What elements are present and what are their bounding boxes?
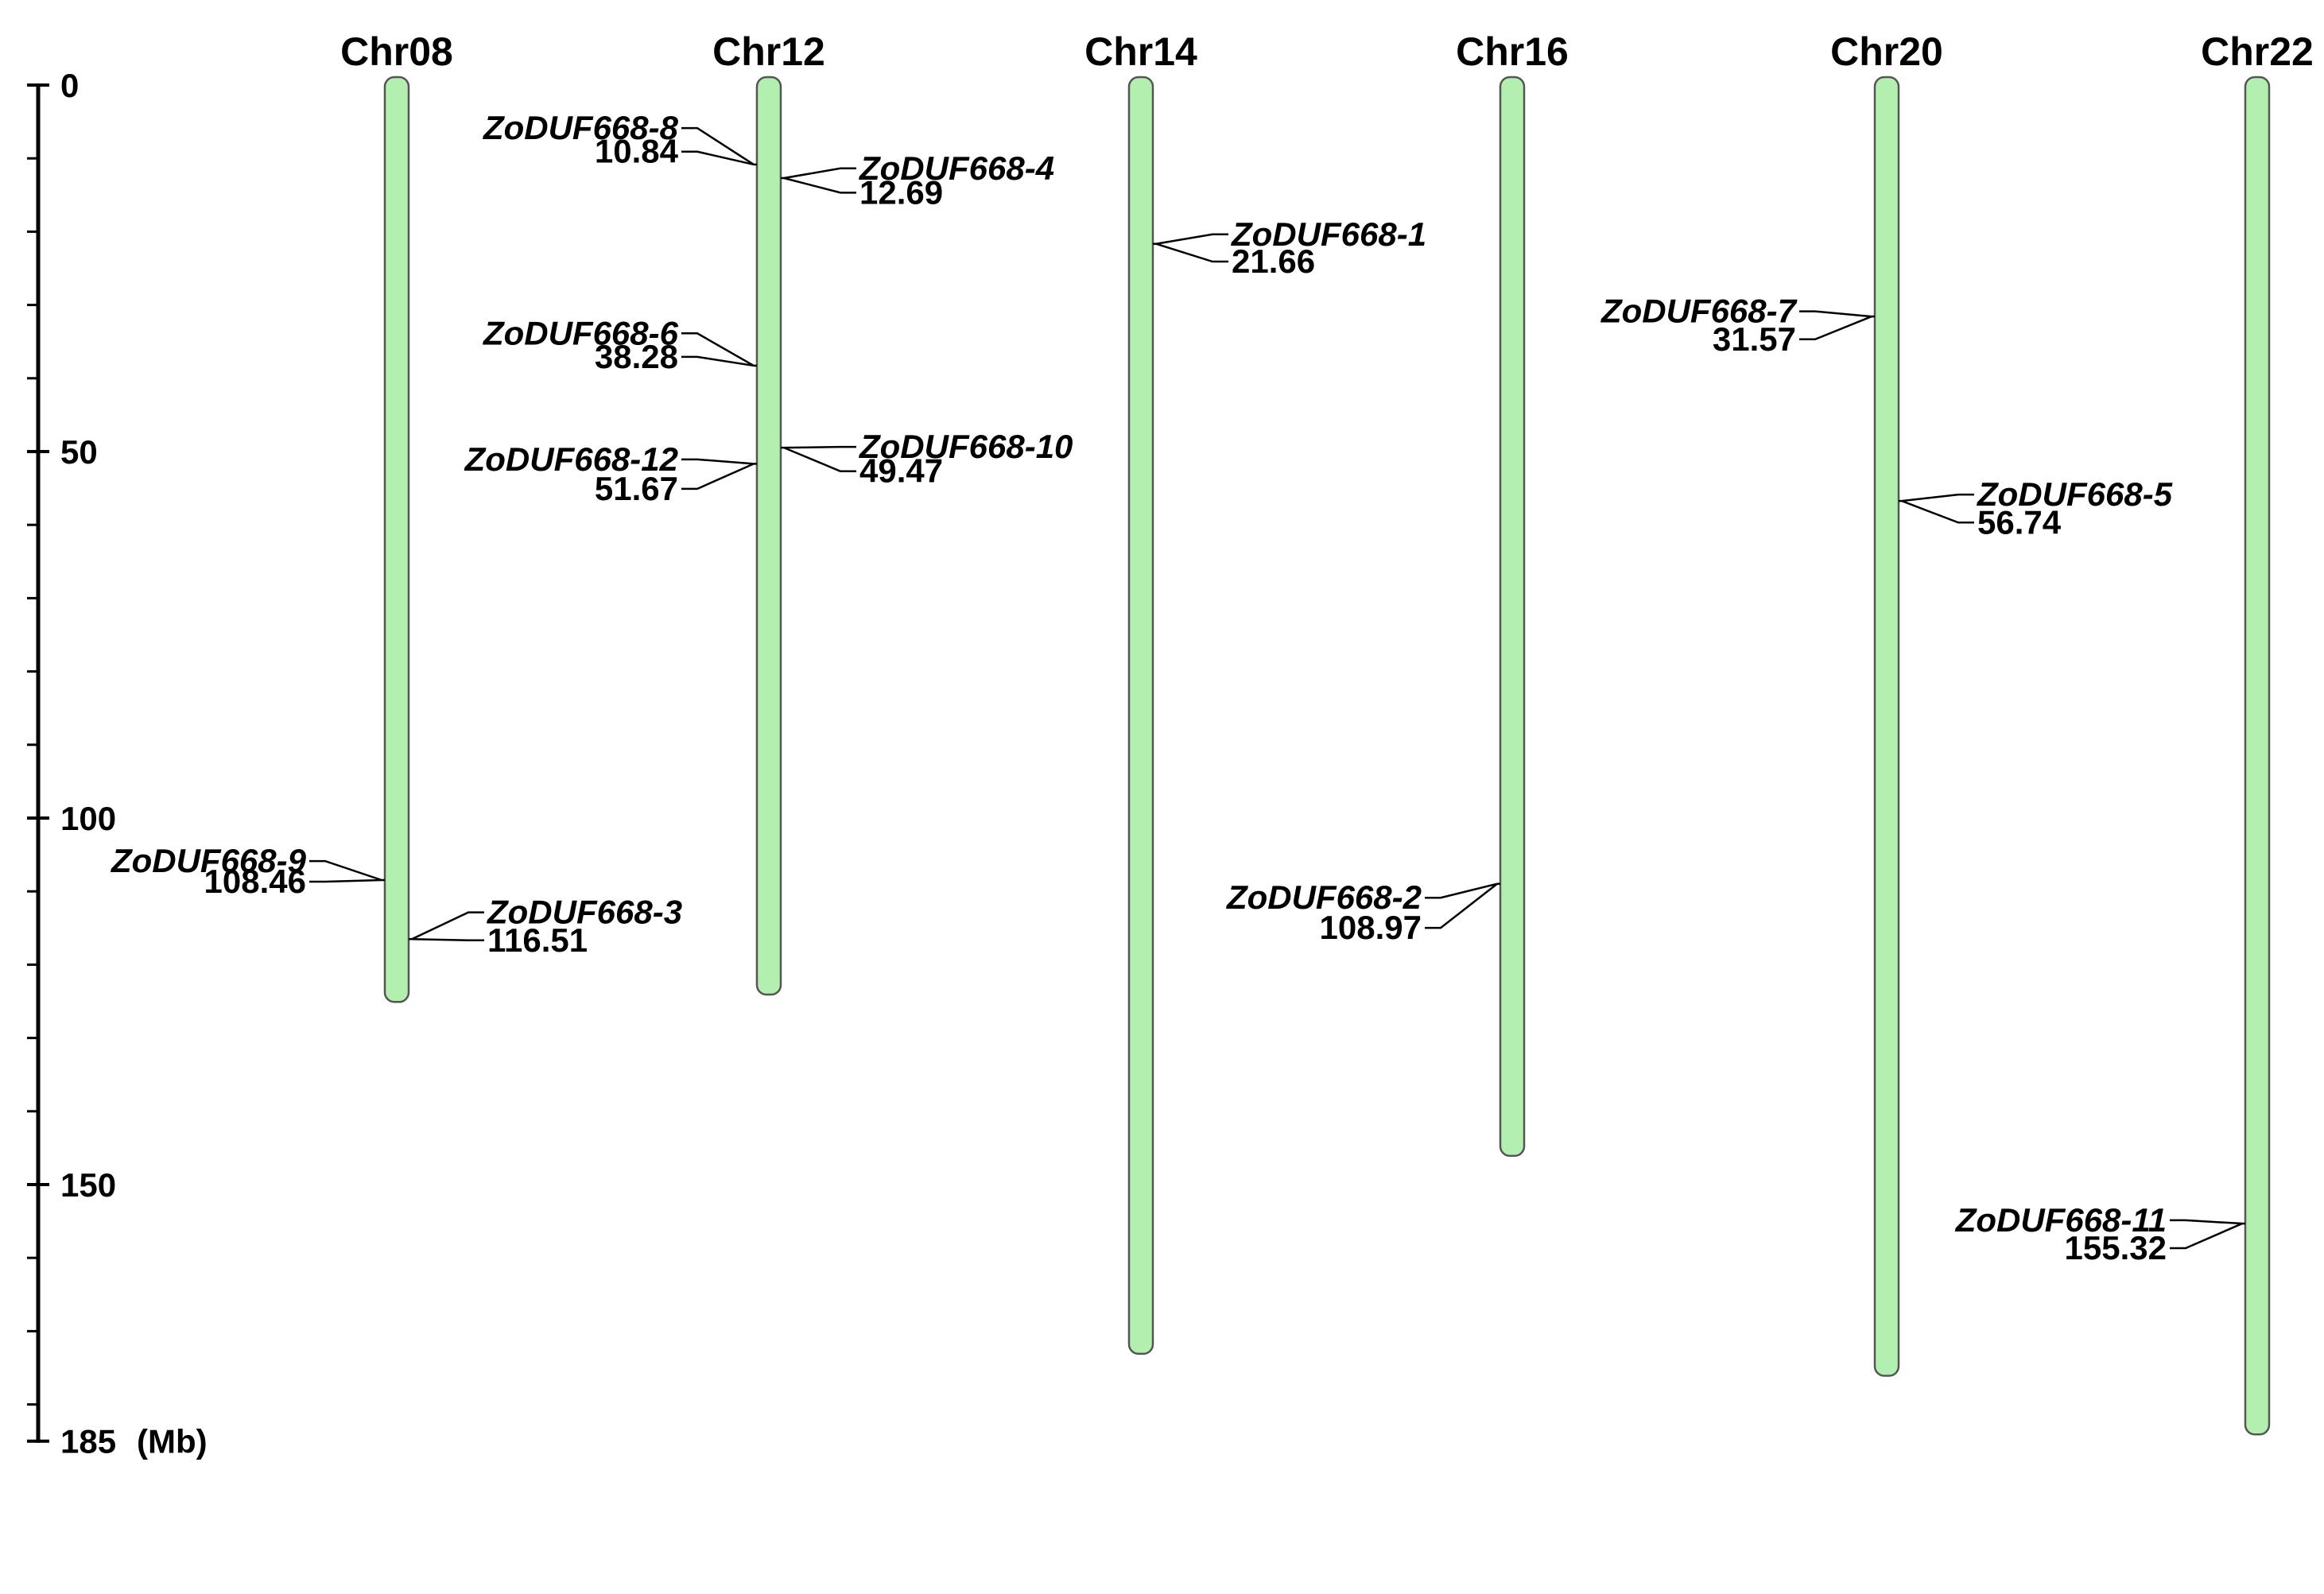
chromosome-title: Chr08 bbox=[340, 29, 453, 74]
gene-name-label: ZoDUF668-11 bbox=[1955, 1201, 2167, 1239]
gene-position-label: 21.66 bbox=[1232, 242, 1315, 280]
gene-position-label: 51.67 bbox=[595, 470, 678, 507]
scale-tick-label: 0 bbox=[60, 67, 79, 104]
gene-connector bbox=[681, 458, 755, 491]
chromosome-bar bbox=[2244, 76, 2271, 1436]
gene-position-label: 116.51 bbox=[487, 921, 588, 959]
gene-name-label: ZoDUF668-4 bbox=[859, 149, 1054, 187]
scale-tick-label: 50 bbox=[60, 433, 98, 471]
gene-name-label: ZoDUF668-2 bbox=[1226, 878, 1422, 916]
gene-name-label: ZoDUF668-8 bbox=[483, 109, 679, 146]
gene-position-label: 56.74 bbox=[1977, 503, 2062, 541]
gene-connector bbox=[309, 859, 382, 883]
scale-tick-label: 185 bbox=[60, 1423, 116, 1460]
chromosome-bar bbox=[1499, 76, 1526, 1158]
gene-connector bbox=[2170, 1219, 2243, 1250]
chromosome-title: Chr14 bbox=[1084, 29, 1197, 74]
chromosome-title: Chr12 bbox=[712, 29, 825, 74]
gene-connector bbox=[681, 332, 755, 367]
gene-position-label: 38.28 bbox=[595, 338, 678, 375]
chromosome-bar bbox=[755, 76, 782, 996]
gene-position-label: 12.69 bbox=[859, 173, 943, 211]
scale-tick-label: 100 bbox=[60, 800, 116, 837]
gene-connector bbox=[783, 167, 856, 194]
scale-tick-label: 150 bbox=[60, 1166, 116, 1204]
chromosome-title: Chr16 bbox=[1456, 29, 1569, 74]
gene-name-label: ZoDUF668-5 bbox=[1977, 475, 2173, 513]
scale-unit-label: (Mb) bbox=[137, 1423, 208, 1460]
gene-name-label: ZoDUF668-6 bbox=[483, 314, 679, 351]
gene-position-label: 108.97 bbox=[1320, 909, 1422, 946]
chromosome-title: Chr20 bbox=[1830, 29, 1943, 74]
chromosome-bar bbox=[383, 76, 410, 1003]
gene-position-label: 49.47 bbox=[859, 452, 943, 490]
gene-connector bbox=[411, 911, 484, 942]
gene-connector bbox=[1155, 233, 1228, 263]
gene-connector bbox=[681, 126, 755, 166]
gene-name-label: ZoDUF668-10 bbox=[859, 428, 1073, 465]
gene-position-label: 10.84 bbox=[595, 133, 679, 170]
gene-connector bbox=[1901, 493, 1974, 524]
chromosome-bar bbox=[1873, 76, 1900, 1377]
chromosome-bar bbox=[1127, 76, 1154, 1355]
gene-connector bbox=[1425, 882, 1498, 929]
gene-name-label: ZoDUF668-3 bbox=[487, 894, 682, 931]
gene-name-label: ZoDUF668-12 bbox=[464, 440, 678, 478]
gene-name-label: ZoDUF668-7 bbox=[1600, 293, 1798, 330]
gene-name-label: ZoDUF668-9 bbox=[111, 842, 307, 879]
gene-connector bbox=[783, 445, 856, 472]
gene-position-label: 108.46 bbox=[204, 863, 306, 900]
gene-connector bbox=[1799, 310, 1872, 341]
gene-position-label: 155.32 bbox=[2065, 1229, 2167, 1266]
gene-name-label: ZoDUF668-1 bbox=[1231, 215, 1426, 253]
gene-position-label: 31.57 bbox=[1713, 320, 1796, 358]
chromosome-title: Chr22 bbox=[2201, 29, 2314, 74]
